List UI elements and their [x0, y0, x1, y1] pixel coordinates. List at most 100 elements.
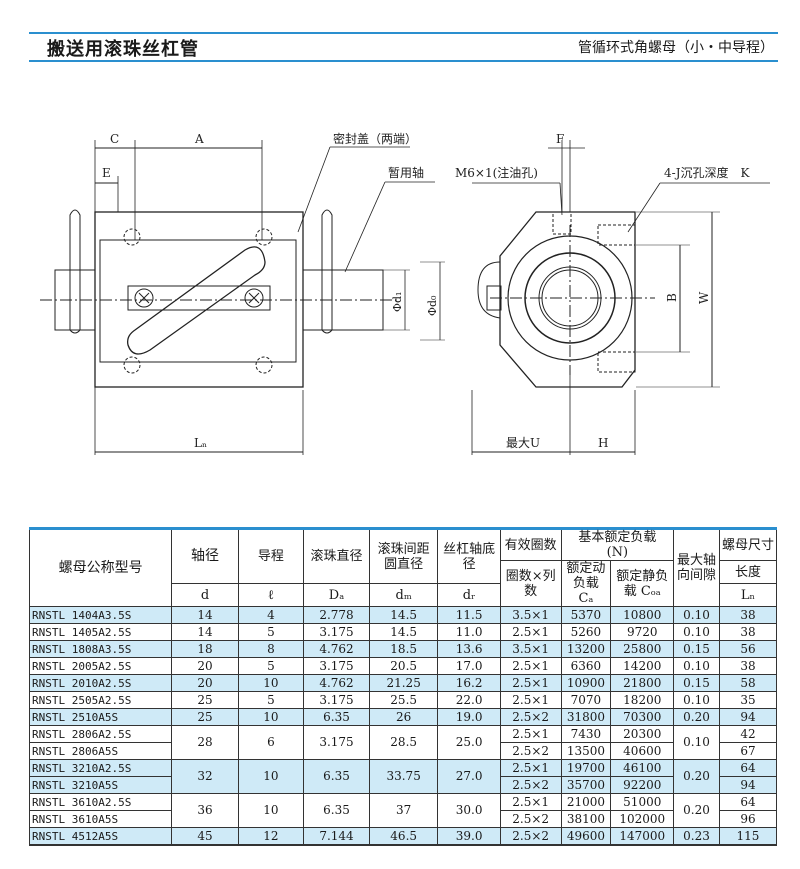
cell-turns: 3.5×1	[499, 640, 562, 658]
cell-shaft: 28	[171, 725, 239, 760]
cell-model: RNSTL 2005A2.5S	[28, 657, 173, 675]
cell-dyn: 13500	[560, 742, 612, 760]
cell-length: 94	[718, 708, 778, 726]
cell-root: 11.5	[437, 606, 501, 624]
sym-lead: ℓ	[237, 583, 305, 607]
label-seal: 密封盖（两端）	[333, 131, 417, 146]
sym-length: Lₙ	[718, 583, 778, 607]
cell-root: 13.6	[437, 640, 501, 658]
cell-backlash: 0.15	[673, 640, 720, 658]
cell-pitch: 37	[368, 793, 439, 828]
cell-length: 96	[718, 810, 778, 828]
cell-turns: 3.5×1	[499, 606, 562, 624]
screw-cross	[138, 292, 150, 304]
label-d1: Φd₁	[391, 292, 404, 312]
cell-dyn: 38100	[560, 810, 612, 828]
cell-root: 16.2	[437, 674, 501, 692]
cell-root: 19.0	[437, 708, 501, 726]
cell-turns: 2.5×1	[499, 691, 562, 709]
cell-pitch: 46.5	[368, 827, 439, 846]
cell-length: 115	[718, 827, 778, 846]
cell-model: RNSTL 2510A5S	[28, 708, 173, 726]
cell-lead: 5	[237, 657, 305, 675]
cell-root: 17.0	[437, 657, 501, 675]
cell-length: 42	[718, 725, 778, 743]
col-backlash: 最大轴向间隙	[673, 527, 720, 607]
cell-root: 25.0	[437, 725, 501, 760]
cell-length: 58	[718, 674, 778, 692]
page-title: 搬送用滚珠丝杠管	[47, 39, 199, 60]
cell-turns: 2.5×2	[499, 742, 562, 760]
cell-lead: 5	[237, 691, 305, 709]
cell-dyn: 7430	[560, 725, 612, 743]
cell-stat: 18200	[610, 691, 675, 709]
cell-length: 67	[718, 742, 778, 760]
cell-shaft: 18	[171, 640, 239, 658]
tube-clamp	[127, 285, 271, 311]
cell-dyn: 13200	[560, 640, 612, 658]
cell-dyn: 31800	[560, 708, 612, 726]
hole-section	[597, 224, 636, 246]
cell-shaft: 25	[171, 708, 239, 726]
cell-stat: 147000	[610, 827, 675, 846]
cell-turns: 2.5×1	[499, 725, 562, 743]
cell-lead: 6	[237, 725, 305, 760]
cell-pitch: 14.5	[368, 606, 439, 624]
cell-backlash: 0.10	[673, 606, 720, 624]
cell-pitch: 25.5	[368, 691, 439, 709]
label-w: W	[697, 291, 711, 304]
label-oil-hole: M6×1(注油孔)	[455, 165, 538, 180]
cell-turns: 2.5×2	[499, 827, 562, 846]
cell-lead: 8	[237, 640, 305, 658]
label-h: H	[598, 436, 608, 450]
cell-model: RNSTL 1808A3.5S	[28, 640, 173, 658]
cell-dyn: 35700	[560, 776, 612, 794]
col-stat: 额定静负载 Cₒₐ	[610, 560, 675, 607]
mount-hole-icon	[255, 356, 273, 374]
cell-stat: 40600	[610, 742, 675, 760]
cell-pitch: 20.5	[368, 657, 439, 675]
cell-backlash: 0.10	[673, 657, 720, 675]
col-pitch: 滚珠间距圆直径	[368, 527, 439, 584]
cell-backlash: 0.20	[673, 759, 720, 794]
col-shaft: 轴径	[171, 527, 239, 584]
cell-length: 38	[718, 657, 778, 675]
cell-lead: 10	[237, 759, 305, 794]
cell-stat: 70300	[610, 708, 675, 726]
cell-stat: 92200	[610, 776, 675, 794]
load-label: 基本额定负载	[578, 530, 657, 545]
cell-model: RNSTL 1405A2.5S	[28, 623, 173, 641]
cell-turns: 2.5×1	[499, 793, 562, 811]
cell-lead: 10	[237, 708, 305, 726]
label-max-u: 最大U	[506, 436, 540, 450]
cell-ball: 3.175	[303, 657, 370, 675]
right-clip	[321, 209, 333, 334]
cell-length: 35	[718, 691, 778, 709]
cell-shaft: 20	[171, 674, 239, 692]
cell-ball: 4.762	[303, 674, 370, 692]
cell-ball: 6.35	[303, 759, 370, 794]
hole-section	[597, 351, 636, 373]
cell-shaft: 20	[171, 657, 239, 675]
cell-shaft: 14	[171, 606, 239, 624]
sym-ball: Dₐ	[303, 583, 370, 607]
cell-backlash: 0.20	[673, 708, 720, 726]
cell-model: RNSTL 3610A2.5S	[28, 793, 173, 811]
cell-dyn: 7070	[560, 691, 612, 709]
label-b: B	[665, 293, 679, 302]
label-c: C	[110, 132, 119, 146]
cell-length: 64	[718, 793, 778, 811]
cell-model: RNSTL 1404A3.5S	[28, 606, 173, 624]
sym-d: d	[171, 583, 239, 607]
cell-lead: 10	[237, 793, 305, 828]
cell-length: 38	[718, 606, 778, 624]
cell-shaft: 45	[171, 827, 239, 846]
